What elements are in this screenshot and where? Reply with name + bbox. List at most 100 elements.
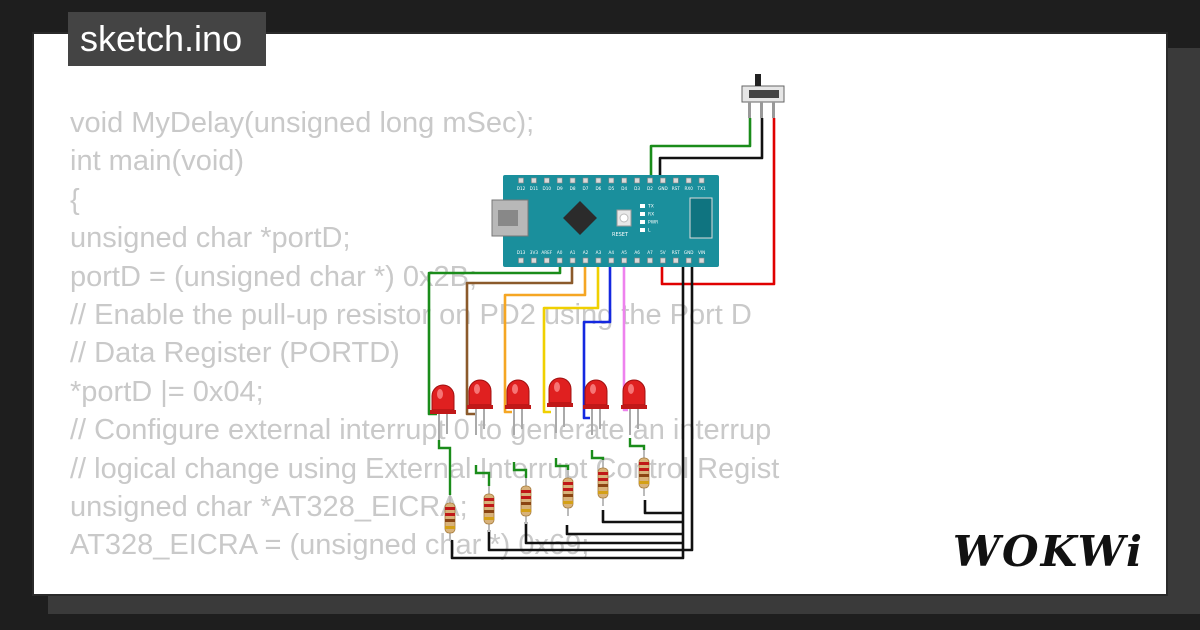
- resistor: [638, 457, 650, 489]
- header-pin: [531, 177, 537, 184]
- code-line: // Data Register (PORTD): [70, 337, 400, 370]
- header-pin: [647, 257, 653, 264]
- code-line: int main(void): [70, 145, 245, 178]
- header-pin: [543, 177, 550, 184]
- pin-label: A6: [634, 250, 640, 255]
- code-line: portD = (unsigned char *) 0x2B;: [70, 260, 478, 293]
- resistor-band: [484, 510, 494, 513]
- led-highlight: [590, 384, 596, 394]
- pin-label: D5: [608, 186, 614, 191]
- pin-label: A7: [647, 250, 653, 255]
- resistor-group: [444, 450, 650, 541]
- wires: [427, 118, 776, 560]
- header-pin: [595, 177, 602, 184]
- code-line: *portD |= 0x04;: [70, 375, 264, 408]
- header-pin: [698, 257, 705, 264]
- wire: [649, 118, 752, 178]
- header-pin: [698, 177, 705, 184]
- resistor-band: [521, 502, 531, 505]
- wire: [450, 262, 685, 560]
- led-base: [505, 405, 531, 409]
- switch-pin: [772, 102, 775, 118]
- pin-label: VIN: [698, 250, 705, 255]
- header-pin: [518, 177, 524, 184]
- wire: [660, 118, 776, 286]
- led-highlight: [628, 384, 634, 394]
- header-pin: [634, 257, 640, 264]
- header-pin: [672, 177, 679, 184]
- board-body: [503, 175, 719, 267]
- switch-track: [749, 90, 779, 98]
- header-pin: [582, 257, 589, 264]
- slide-switch[interactable]: [741, 74, 785, 118]
- header-pin: [531, 257, 537, 264]
- header-pin: [672, 257, 679, 264]
- header-pin: [595, 257, 602, 264]
- code-line: AT328_EICRA = (unsigned char *) 0x69;: [70, 529, 590, 562]
- header-pin: [569, 177, 576, 184]
- resistor-band: [563, 501, 573, 504]
- resistor-band: [598, 491, 608, 494]
- pin-label: RX0: [684, 186, 693, 191]
- resistor-band: [445, 507, 455, 510]
- header-pin: [685, 177, 692, 184]
- led-group: [430, 377, 647, 495]
- pin-label: A5: [621, 250, 627, 255]
- reset-button-cap: [619, 213, 629, 223]
- led-highlight: [437, 389, 443, 399]
- red-led: [431, 384, 455, 411]
- header-pin: [647, 177, 653, 184]
- pin-label: RST: [672, 250, 681, 255]
- pin-label: AREF: [541, 250, 552, 255]
- wire: [524, 522, 683, 545]
- led-base: [583, 405, 609, 409]
- red-led: [622, 379, 646, 406]
- pin-label: A0: [557, 250, 563, 255]
- status-led-label: PWR: [648, 220, 658, 226]
- code-line: // Configure external interrupt 0 to gen…: [70, 414, 772, 447]
- pin-label: D8: [570, 186, 576, 191]
- resistor-band: [445, 513, 455, 516]
- led-wire: [590, 450, 605, 460]
- pin-label: GND: [684, 250, 694, 255]
- switch-pin: [748, 102, 751, 118]
- pin-label: D6: [595, 186, 601, 191]
- header-pin: [582, 177, 589, 184]
- pin-label: D2: [647, 186, 653, 191]
- resistor-band: [484, 504, 494, 507]
- led-wire: [437, 440, 452, 495]
- red-led: [506, 379, 530, 406]
- led-base: [467, 405, 493, 409]
- switch-pin: [760, 102, 763, 118]
- switch-handle[interactable]: [755, 74, 761, 86]
- led-wire: [512, 462, 528, 478]
- pin-label: D3: [634, 186, 640, 191]
- resistor-band: [445, 519, 455, 522]
- wire: [658, 118, 764, 178]
- pin-label: GND: [658, 186, 668, 191]
- resistor-band: [521, 496, 531, 499]
- resistor-band: [639, 481, 649, 484]
- resistor-band: [563, 488, 573, 491]
- pin-label: A4: [609, 250, 615, 255]
- status-led: [640, 204, 645, 208]
- led-base: [547, 403, 573, 407]
- pin-label: A3: [596, 250, 602, 255]
- wire: [622, 262, 628, 412]
- resistor: [444, 502, 456, 534]
- header-pin: [569, 257, 576, 264]
- wire: [565, 525, 683, 536]
- red-led: [548, 377, 572, 404]
- code-line: unsigned char *AT328_EICRA;: [70, 490, 468, 523]
- led-highlight: [554, 382, 560, 392]
- led-wire: [554, 458, 570, 470]
- status-led: [640, 228, 645, 232]
- resistor-band: [639, 468, 649, 471]
- header-pin: [621, 177, 628, 184]
- pin-label: D7: [583, 186, 589, 191]
- status-led-label: L: [648, 228, 651, 234]
- code-line: {: [70, 183, 80, 216]
- led-highlight: [512, 384, 518, 394]
